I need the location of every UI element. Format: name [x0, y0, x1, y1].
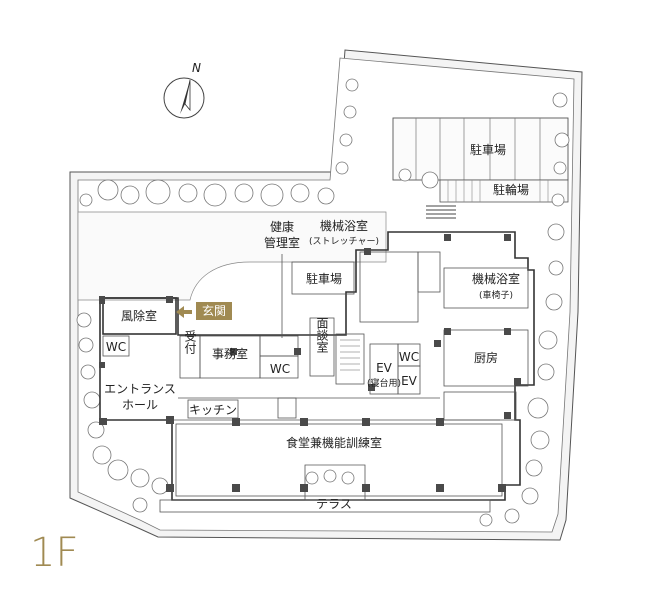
driveway	[77, 211, 387, 301]
label-bicycle-parking: 駐輪場	[493, 182, 529, 197]
label-ev-1-sub: (寝台用)	[367, 377, 401, 389]
label-windbreak-room: 風除室	[121, 308, 157, 323]
entrance-arrow-icon	[176, 306, 192, 318]
trees	[76, 78, 570, 527]
parking-lot-top	[392, 117, 569, 219]
label-parking-inner: 駐車場	[306, 271, 342, 286]
label-machine-bath-stretcher: 機械浴室	[320, 218, 368, 233]
entrance-tag: 玄関	[202, 303, 226, 318]
label-health-room-1: 健康	[270, 219, 294, 234]
label-wc-office: WC	[270, 362, 290, 376]
label-machine-bath-wheelchair: 機械浴室	[472, 271, 520, 286]
label-reception: 受付	[183, 330, 197, 355]
label-kitchen-room: 厨房	[474, 350, 498, 365]
label-dining-training-room: 食堂兼機能訓練室	[286, 435, 382, 450]
label-parking-top: 駐車場	[470, 142, 506, 157]
label-office: 事務室	[212, 346, 248, 361]
floor-label: 1F	[30, 530, 78, 576]
label-ev-2: EV	[401, 374, 418, 388]
entrance-marker: 玄関	[176, 302, 232, 320]
north-label: N	[192, 61, 201, 75]
north-compass: N	[163, 61, 205, 119]
label-wc-right: WC	[399, 350, 419, 364]
structural-columns	[99, 234, 521, 492]
building	[99, 231, 535, 513]
room-labels: 駐車場 駐輪場 機械浴室 (ストレッチャー) 健康 管理室 駐車場 機械浴室 (…	[104, 142, 529, 511]
label-interview-room: 面談室	[315, 317, 329, 353]
label-wc-left: WC	[106, 340, 126, 354]
label-machine-bath-wheelchair-sub: (車椅子)	[479, 289, 513, 301]
label-entrance-hall-1: エントランス	[104, 382, 176, 396]
label-health-room-2: 管理室	[264, 235, 300, 250]
label-machine-bath-stretcher-sub: (ストレッチャー)	[309, 236, 379, 247]
label-terrace: テラス	[316, 497, 352, 511]
label-entrance-hall-2: ホール	[122, 398, 158, 412]
label-kitchenette: キッチン	[189, 403, 237, 417]
label-ev-1: EV	[376, 361, 393, 375]
